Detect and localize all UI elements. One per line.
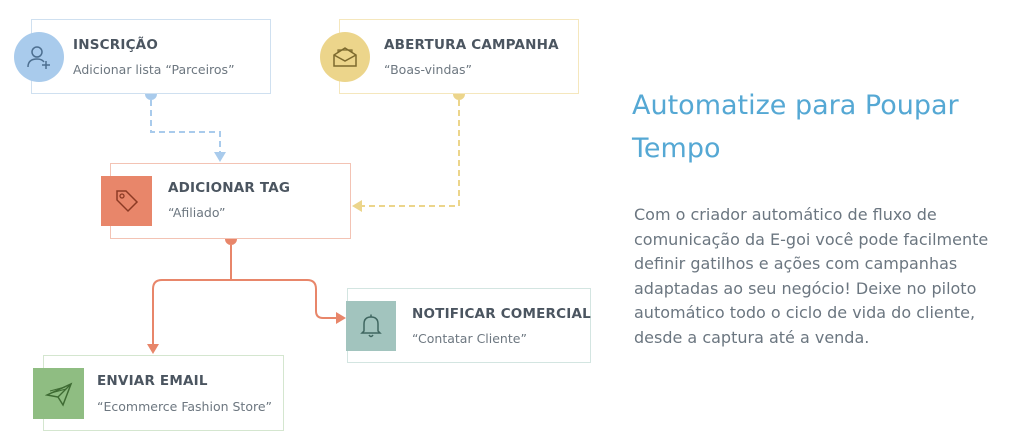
node-subtitle: “Afiliado” xyxy=(168,205,226,220)
tag-icon xyxy=(101,176,152,226)
envelope-icon xyxy=(320,32,370,82)
node-title: INSCRIÇÃO xyxy=(73,37,159,53)
section-heading: Automatize para Poupar Tempo xyxy=(632,90,959,164)
section-description: Com o criador automático de fluxo de com… xyxy=(634,205,989,347)
bell-icon xyxy=(346,301,396,351)
node-abertura-campanha[interactable]: ABERTURA CAMPANHA “Boas-vindas” xyxy=(320,19,579,94)
node-notificar-comercial[interactable]: NOTIFICAR COMERCIAL “Contatar Cliente” xyxy=(346,288,591,363)
connector-tag-to-actions xyxy=(147,233,346,354)
node-title: ENVIAR EMAIL xyxy=(97,373,208,389)
node-enviar-email[interactable]: ENVIAR EMAIL “Ecommerce Fashion Store” xyxy=(33,355,284,431)
node-subtitle: “Ecommerce Fashion Store” xyxy=(97,399,273,414)
node-adicionar-tag[interactable]: ADICIONAR TAG “Afiliado” xyxy=(101,163,351,239)
node-subtitle: “Boas-vindas” xyxy=(384,62,473,77)
node-title: NOTIFICAR COMERCIAL xyxy=(412,306,591,322)
node-inscricao[interactable]: INSCRIÇÃO Adicionar lista “Parceiros” xyxy=(14,19,271,94)
connector-abertura-to-tag xyxy=(352,88,465,212)
connector-inscricao-to-tag xyxy=(145,88,226,162)
node-title: ABERTURA CAMPANHA xyxy=(384,37,559,53)
node-subtitle: “Contatar Cliente” xyxy=(412,331,527,346)
node-title: ADICIONAR TAG xyxy=(168,180,291,196)
node-subtitle: Adicionar lista “Parceiros” xyxy=(73,62,235,77)
user-add-icon xyxy=(14,32,64,82)
paper-plane-icon xyxy=(33,368,84,419)
